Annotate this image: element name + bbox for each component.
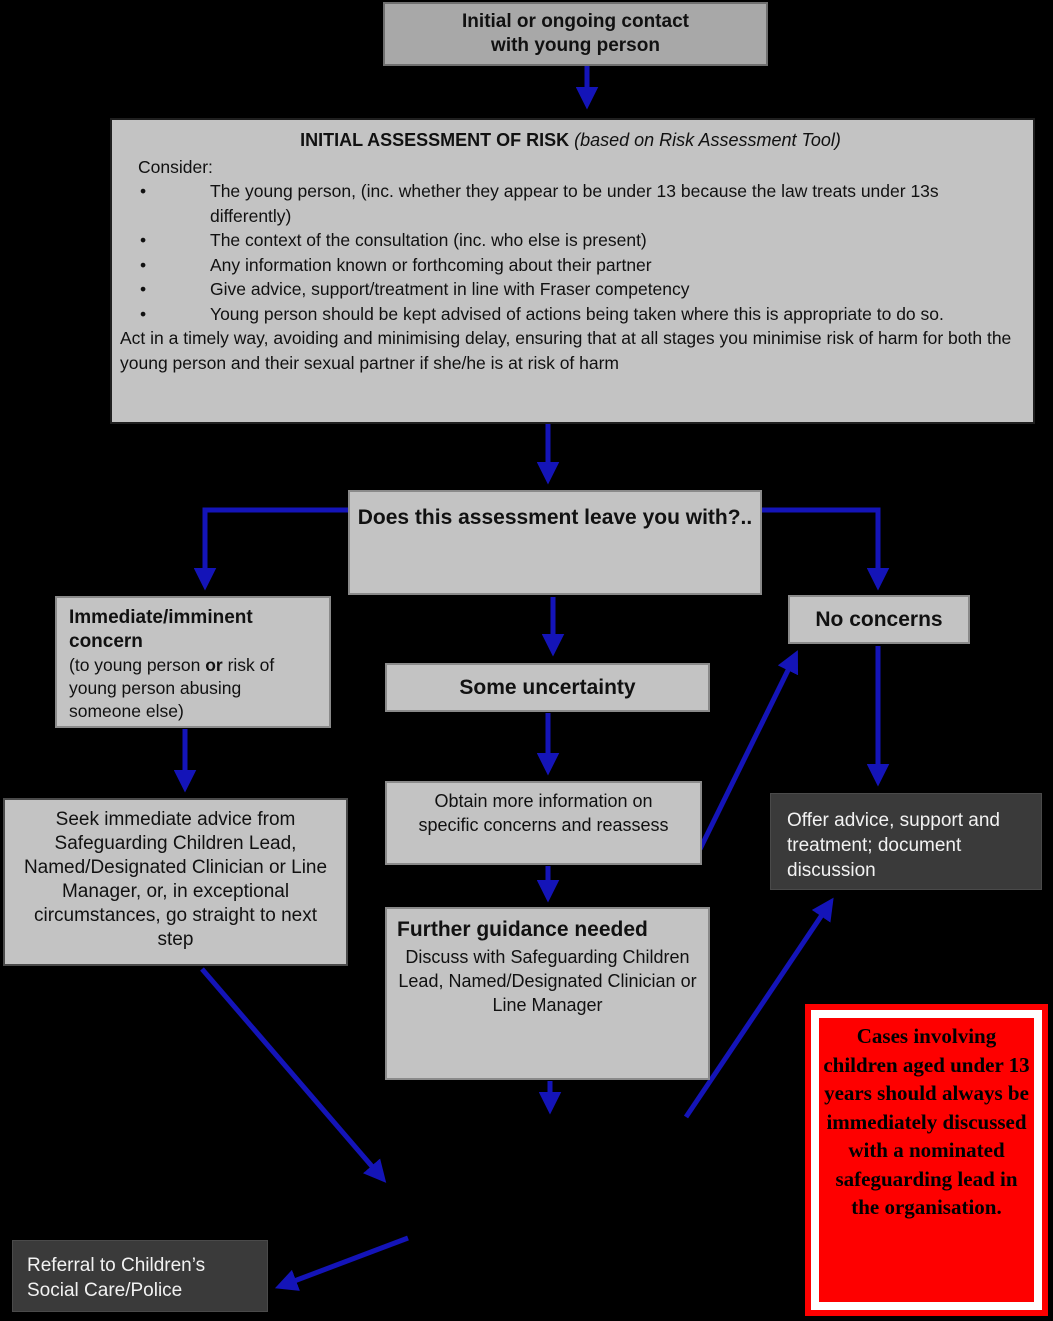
assessment-bullet-3-text: Any information known or forthcoming abo… bbox=[210, 254, 652, 275]
assessment-bullet-4-text: Give advice, support/treatment in line w… bbox=[210, 279, 690, 299]
assessment-title-note: (based on Risk Assessment Tool) bbox=[569, 130, 841, 150]
bullet-icon: • bbox=[140, 254, 147, 275]
immediate-body-post: risk of young person abusing someone els… bbox=[69, 655, 275, 721]
seek-advice-text: Seek immediate advice from Safeguarding … bbox=[23, 809, 328, 950]
node-referral: Referral to Children’s Social Care/Polic… bbox=[12, 1240, 268, 1312]
offer-advice-text: Offer advice, support and treatment; doc… bbox=[787, 810, 1000, 881]
no-concerns-text: No concerns bbox=[815, 607, 943, 631]
initial-contact-line1: Initial or ongoing contact bbox=[462, 11, 689, 32]
question-text: Does this assessment leave you with?.. bbox=[357, 506, 753, 529]
assessment-bullet-2: • The context of the consultation (inc. … bbox=[120, 228, 1021, 253]
assessment-bullet-5-text: Young person should be kept advised of a… bbox=[210, 303, 944, 324]
assessment-consider-label: Consider: bbox=[138, 156, 213, 177]
node-no-concerns: No concerns bbox=[788, 595, 970, 644]
assessment-bullet-1-text: The young person, (inc. whether they app… bbox=[210, 181, 939, 226]
bullet-icon: • bbox=[140, 181, 147, 201]
assessment-title-main: INITIAL ASSESSMENT OF RISK bbox=[300, 130, 570, 150]
assessment-bullet-2-text: The context of the consultation (inc. wh… bbox=[210, 230, 647, 250]
bullet-icon: • bbox=[140, 230, 147, 250]
obtain-info-text: Obtain more information on specific conc… bbox=[418, 791, 669, 835]
immediate-concern-heading: Immediate/imminent concern bbox=[69, 607, 253, 652]
node-question: Does this assessment leave you with?.. bbox=[348, 490, 762, 595]
node-offer-advice: Offer advice, support and treatment; doc… bbox=[770, 793, 1042, 890]
assessment-bullet-4: • Give advice, support/treatment in line… bbox=[120, 277, 1021, 302]
node-initial-contact: Initial or ongoing contact with young pe… bbox=[383, 2, 768, 66]
arrow-question-to-noconcerns bbox=[762, 507, 890, 591]
further-guidance-body: Discuss with Safeguarding Children Lead,… bbox=[398, 947, 697, 1015]
some-uncertainty-text: Some uncertainty bbox=[459, 675, 636, 699]
node-initial-assessment: INITIAL ASSESSMENT OF RISK (based on Ris… bbox=[110, 118, 1035, 424]
node-further-guidance: Further guidance needed Discuss with Saf… bbox=[385, 907, 710, 1080]
referral-text: Referral to Children’s Social Care/Polic… bbox=[27, 1255, 206, 1301]
node-under13-warning: Cases involving children aged under 13 y… bbox=[805, 1004, 1048, 1316]
node-immediate-concern: Immediate/imminent concern (to young per… bbox=[55, 596, 331, 728]
assessment-footer: Act in a timely way, avoiding and minimi… bbox=[120, 328, 1012, 373]
immediate-concern-body: (to young person or risk of young person… bbox=[69, 654, 317, 723]
further-guidance-heading: Further guidance needed bbox=[397, 918, 648, 941]
assessment-bullet-1: • The young person, (inc. whether they a… bbox=[120, 179, 1021, 228]
assessment-bullet-5: • Young person should be kept advised of… bbox=[120, 302, 1021, 327]
bullet-icon: • bbox=[140, 303, 147, 324]
arrow-to-referral bbox=[274, 1235, 409, 1291]
node-seek-advice: Seek immediate advice from Safeguarding … bbox=[3, 798, 348, 966]
arrow-seek-down-diagonal bbox=[200, 967, 387, 1183]
node-obtain-info: Obtain more information on specific conc… bbox=[385, 781, 702, 865]
arrow-question-to-immediate bbox=[193, 507, 348, 591]
bullet-icon: • bbox=[140, 279, 147, 299]
assessment-bullet-3: • Any information known or forthcoming a… bbox=[120, 253, 1021, 278]
immediate-body-or: or bbox=[205, 655, 223, 675]
node-some-uncertainty: Some uncertainty bbox=[385, 663, 710, 712]
immediate-body-pre: (to young person bbox=[69, 655, 206, 675]
assessment-title: INITIAL ASSESSMENT OF RISK (based on Ris… bbox=[120, 128, 1021, 153]
initial-contact-line2: with young person bbox=[491, 35, 660, 56]
under13-warning-text: Cases involving children aged under 13 y… bbox=[823, 1024, 1030, 1219]
